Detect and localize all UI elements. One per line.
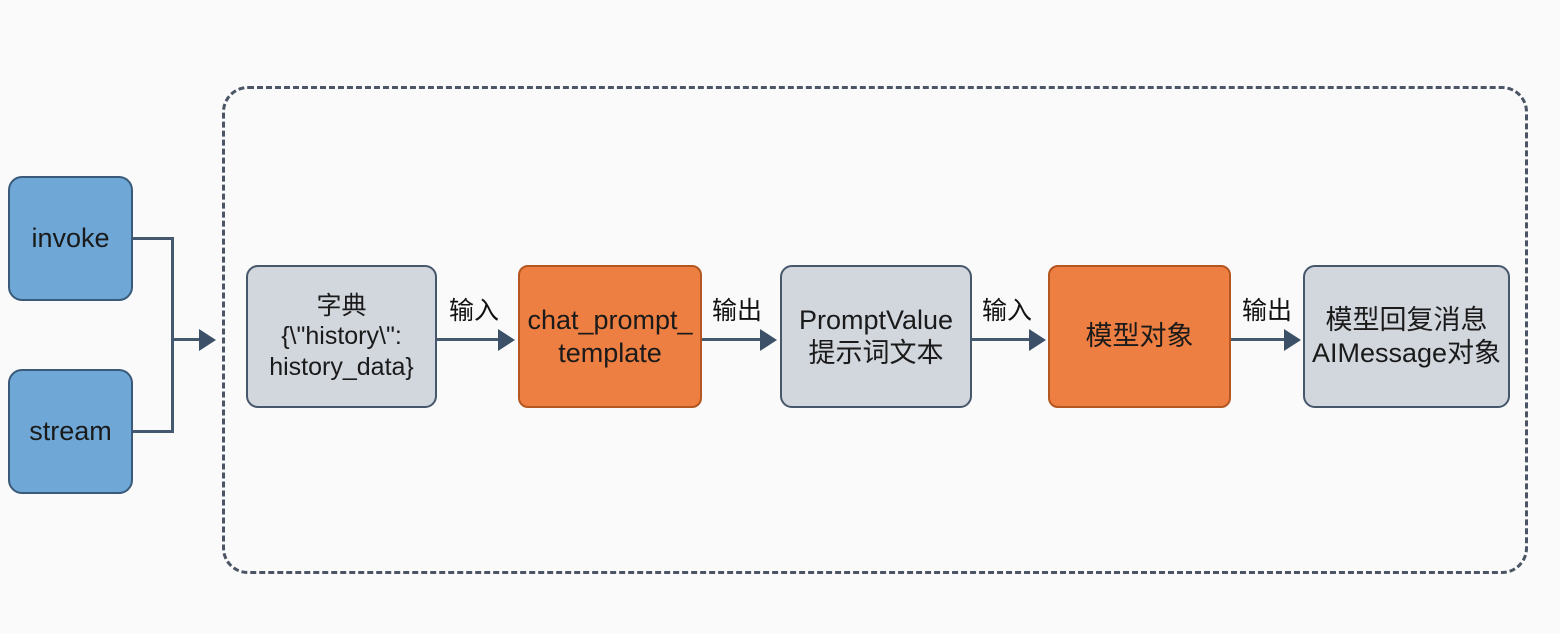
edge-stream-stub <box>133 430 174 433</box>
edge-entry-to-dict-line <box>171 338 204 341</box>
edge-dict-to-template-arrowhead <box>498 329 515 351</box>
node-stream[interactable]: stream <box>8 369 133 494</box>
edge-merge-trunk <box>171 237 174 433</box>
node-model[interactable]: 模型对象 <box>1048 265 1231 408</box>
chain-pipeline-group <box>222 86 1528 574</box>
edge-dict-to-template-line <box>437 338 501 341</box>
edge-template-to-promptvalue-line <box>702 338 763 341</box>
edge-label-dict-to-template: 输入 <box>449 297 500 325</box>
edge-promptvalue-to-model-line <box>972 338 1032 341</box>
node-chat-prompt-template[interactable]: chat_prompt_ template <box>518 265 702 408</box>
edge-template-to-promptvalue-arrowhead <box>760 329 777 351</box>
edge-promptvalue-to-model-arrowhead <box>1029 329 1046 351</box>
edge-label-template-to-promptvalue: 输出 <box>712 297 763 325</box>
edge-label-promptvalue-to-model: 输入 <box>982 297 1033 325</box>
edge-invoke-stub <box>133 237 174 240</box>
node-ai-message[interactable]: 模型回复消息 AIMessage对象 <box>1303 265 1510 408</box>
edge-model-to-aimessage-line <box>1231 338 1287 341</box>
node-dict[interactable]: 字典 {\"history\": history_data} <box>246 265 437 408</box>
node-invoke[interactable]: invoke <box>8 176 133 301</box>
edge-label-model-to-aimessage: 输出 <box>1242 297 1293 325</box>
edge-model-to-aimessage-arrowhead <box>1284 329 1301 351</box>
edge-entry-to-dict-arrowhead <box>199 329 216 351</box>
node-prompt-value[interactable]: PromptValue 提示词文本 <box>780 265 972 408</box>
